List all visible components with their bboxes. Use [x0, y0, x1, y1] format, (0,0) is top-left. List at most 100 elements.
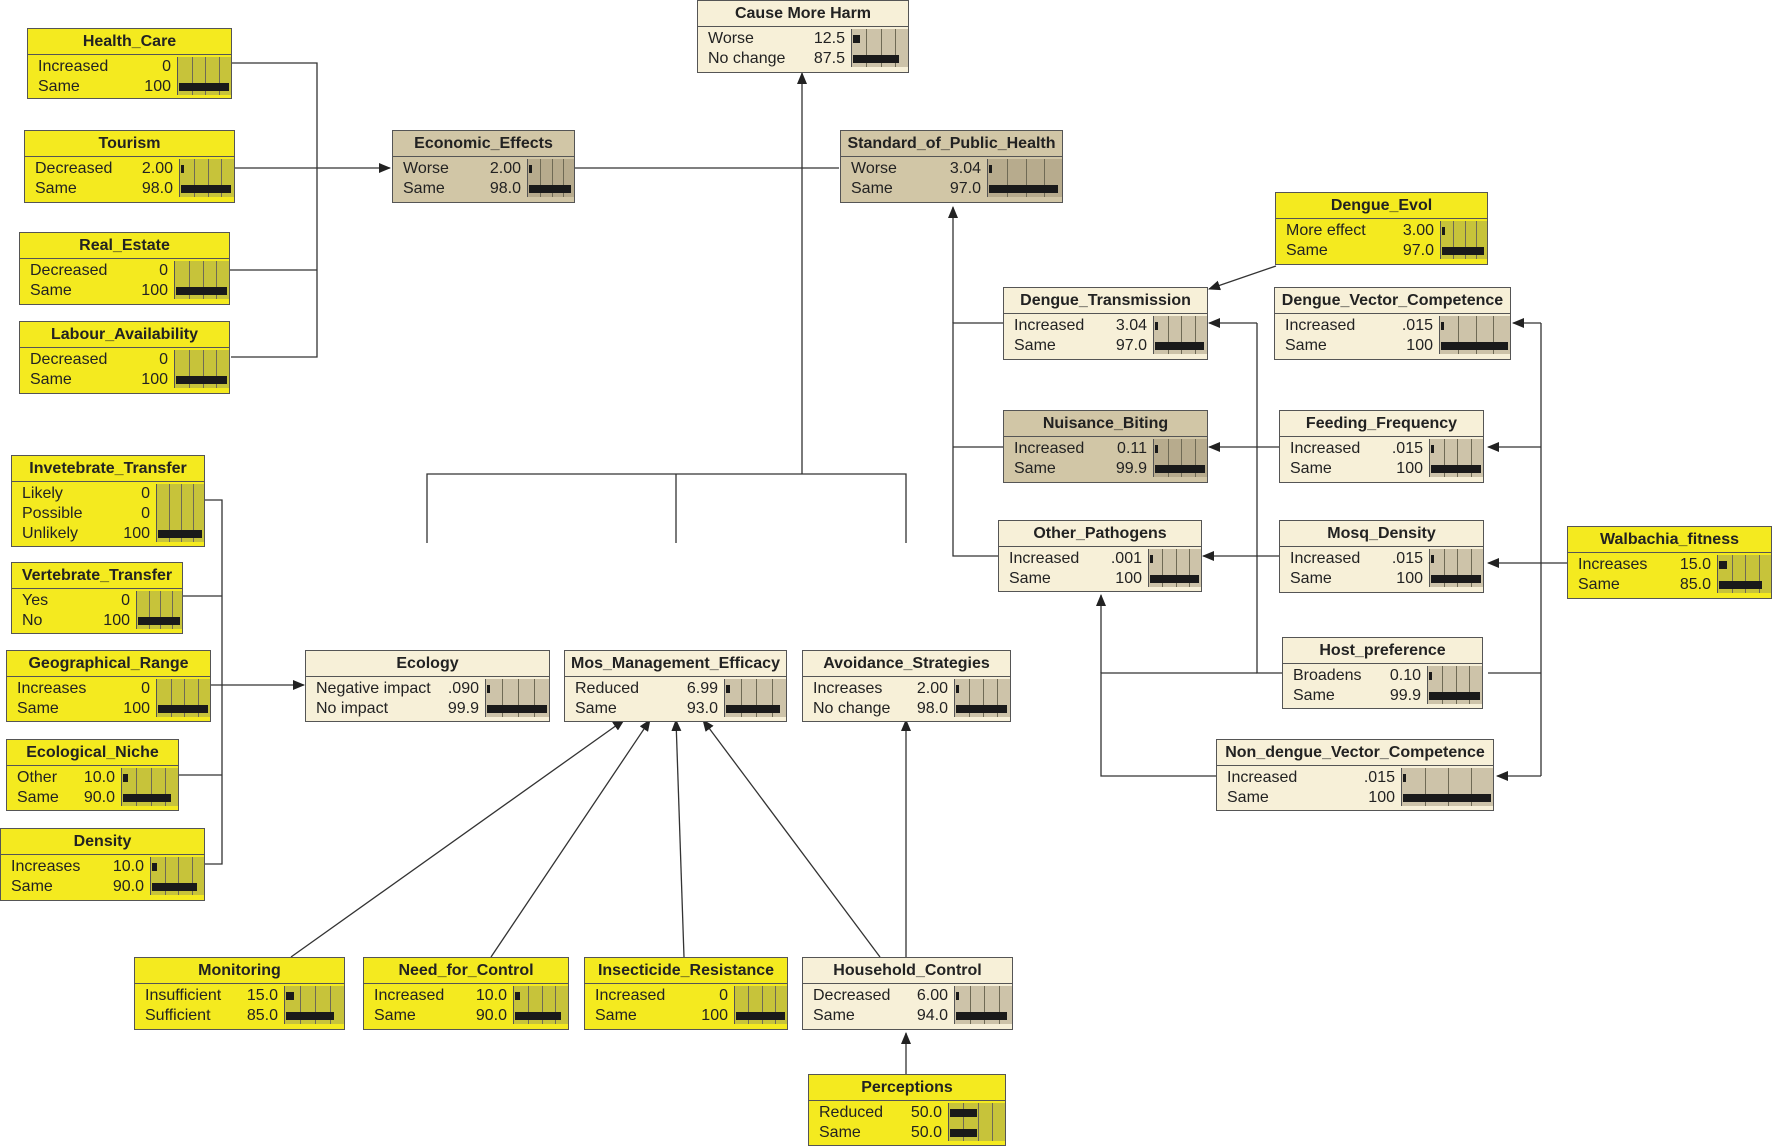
state-value: 0	[141, 485, 150, 502]
state-row: Worse 3.04	[841, 159, 1062, 179]
state-label: Broadens	[1293, 667, 1362, 684]
chart-gridline	[1425, 768, 1426, 806]
state-label: Increases	[813, 680, 883, 697]
chart-gridline	[203, 261, 204, 299]
belief-bar-chart	[987, 159, 1062, 197]
state-label: Worse	[851, 160, 897, 177]
chart-gridline	[1476, 316, 1477, 354]
state-label: Same	[851, 180, 893, 197]
belief-bar-chart	[1429, 549, 1483, 587]
state-row: Negative impact.090	[306, 679, 549, 699]
belief-bar-chart	[527, 159, 574, 197]
chart-gridline	[192, 857, 193, 895]
belief-bar-chart	[156, 484, 204, 542]
state-value: 90.0	[112, 878, 144, 895]
state-belief-bar	[726, 705, 780, 713]
belief-bar-chart	[954, 679, 1010, 717]
chart-gridline	[552, 159, 553, 197]
state-value: 94.0	[916, 1007, 948, 1024]
state-belief-bar	[989, 165, 992, 173]
state-belief-bar	[1150, 575, 1199, 583]
state-value: 15.0	[1679, 556, 1711, 573]
state-value: 6.00	[916, 987, 948, 1004]
state-value: 100	[123, 700, 150, 717]
node-title: Walbachia_fitness	[1568, 527, 1771, 553]
chart-gridline	[194, 159, 195, 197]
chart-gridline	[151, 768, 152, 806]
chart-gridline	[149, 591, 150, 629]
node-title: Feeding_Frequency	[1280, 411, 1483, 437]
state-value: 3.04	[949, 160, 981, 177]
state-value: 90.0	[475, 1007, 507, 1024]
belief-bar-chart	[174, 350, 229, 388]
belief-bar-chart	[1153, 439, 1207, 477]
state-row: Increased.015	[1275, 316, 1510, 336]
chart-gridline	[198, 679, 199, 717]
state-belief-bar	[989, 185, 1058, 193]
state-label: No change	[708, 50, 786, 67]
state-value: 3.00	[1402, 222, 1434, 239]
state-value: 0	[141, 505, 150, 522]
chart-gridline	[189, 350, 190, 388]
state-belief-bar	[138, 617, 180, 625]
chart-gridline	[1471, 549, 1472, 587]
state-belief-bar	[1403, 794, 1491, 802]
state-label: Same	[1014, 337, 1056, 354]
belief-bar-chart	[284, 986, 344, 1024]
node-title: Mos_Management_Efficacy	[565, 651, 786, 677]
state-label: Same	[1290, 570, 1332, 587]
chart-gridline	[136, 768, 137, 806]
state-label: Same	[11, 878, 53, 895]
node-title: Dengue_Evol	[1276, 193, 1487, 219]
state-label: Reduced	[575, 680, 640, 697]
node-title: Other_Pathogens	[999, 521, 1201, 547]
chart-gridline	[1465, 221, 1466, 259]
state-label: Same	[595, 1007, 637, 1024]
state-label: Same	[1578, 576, 1620, 593]
